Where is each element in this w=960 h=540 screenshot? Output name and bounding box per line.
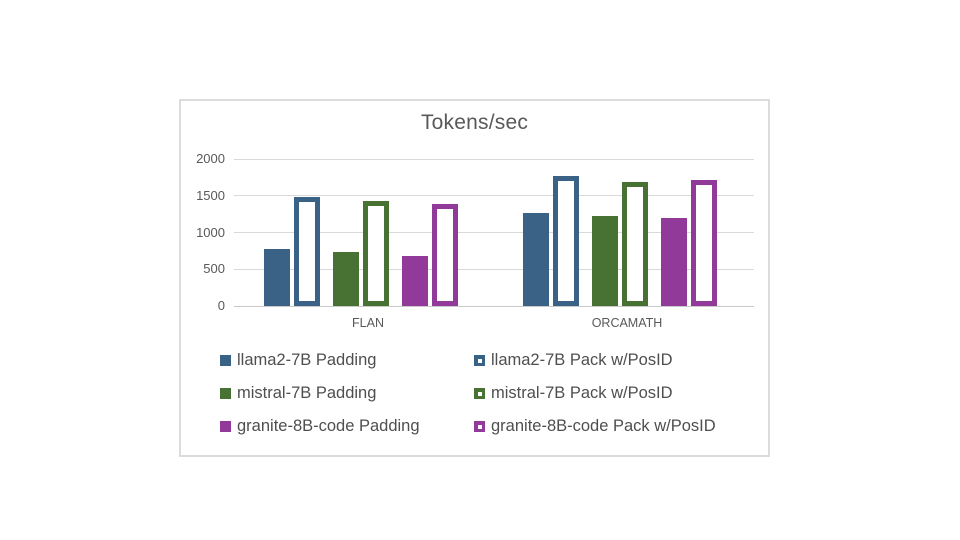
bar-llama2-7b-padding-flan bbox=[264, 249, 290, 306]
chart-card: Tokens/sec 0 500 1000 1500 2000 FLAN ORCAMATH… bbox=[179, 99, 770, 457]
legend-label: llama2-7B Pack w/PosID bbox=[491, 351, 673, 369]
gridline-2000 bbox=[234, 158, 754, 160]
legend-swatch-outline-icon bbox=[474, 355, 485, 366]
legend-swatch-outline-icon bbox=[474, 388, 485, 399]
legend-label: mistral-7B Padding bbox=[237, 384, 377, 402]
legend-label: granite-8B-code Pack w/PosID bbox=[491, 417, 716, 435]
y-tick-1000: 1000 bbox=[196, 224, 225, 240]
bar-mistral-7b-padding-orcamath bbox=[592, 216, 618, 306]
bar-llama2-7b-pack-w-posid-orcamath bbox=[553, 175, 579, 306]
chart-title: Tokens/sec bbox=[420, 111, 529, 134]
bar-llama2-7b-padding-orcamath bbox=[523, 212, 549, 306]
gridline-500 bbox=[234, 268, 754, 270]
legend-swatch-hole bbox=[477, 358, 482, 363]
legend-item-mistral-7b-pack-w-posid: mistral-7B Pack w/PosID bbox=[474, 384, 673, 403]
legend-swatch-hole bbox=[477, 424, 482, 429]
bar-granite-8b-code-padding-orcamath bbox=[661, 218, 687, 306]
legend-item-mistral-7b-padding: mistral-7B Padding bbox=[220, 384, 376, 403]
bar-llama2-7b-pack-w-posid-flan bbox=[294, 197, 320, 306]
plot-area bbox=[234, 158, 754, 307]
y-tick-2000: 2000 bbox=[196, 151, 225, 166]
legend-swatch-solid-icon bbox=[220, 421, 231, 432]
bar-mistral-7b-pack-w-posid-flan bbox=[363, 200, 389, 306]
legend-item-granite-8b-code-padding: granite-8B-code Padding bbox=[220, 417, 420, 436]
x-axis-label-flan: FLAN bbox=[352, 316, 384, 330]
legend-label: llama2-7B Padding bbox=[237, 351, 377, 369]
legend-swatch-solid-icon bbox=[220, 355, 231, 366]
legend-swatch-solid-icon bbox=[220, 388, 231, 399]
bar-mistral-7b-pack-w-posid-orcamath bbox=[622, 181, 648, 306]
legend-swatch-outline-icon bbox=[474, 421, 485, 432]
y-tick-0: 0 bbox=[217, 298, 225, 313]
x-axis-baseline bbox=[234, 305, 754, 307]
legend-item-llama2-7b-padding: llama2-7B Padding bbox=[220, 351, 376, 370]
bar-granite-8b-code-pack-w-posid-flan bbox=[432, 203, 458, 306]
legend-item-llama2-7b-pack-w-posid: llama2-7B Pack w/PosID bbox=[474, 351, 673, 370]
bar-granite-8b-code-padding-flan bbox=[402, 255, 428, 306]
legend-item-granite-8b-code-pack-w-posid: granite-8B-code Pack w/PosID bbox=[474, 417, 716, 436]
gridline-1000 bbox=[234, 232, 754, 233]
x-axis-label-orcamath: ORCAMATH bbox=[591, 316, 663, 330]
legend-label: mistral-7B Pack w/PosID bbox=[491, 384, 673, 402]
gridline-1500 bbox=[234, 195, 754, 197]
bar-granite-8b-code-pack-w-posid-orcamath bbox=[691, 179, 717, 306]
y-tick-1500: 1500 bbox=[196, 187, 225, 203]
legend-swatch-hole bbox=[477, 391, 482, 396]
legend-label: granite-8B-code Padding bbox=[237, 417, 420, 435]
bar-mistral-7b-padding-flan bbox=[333, 252, 359, 306]
y-tick-500: 500 bbox=[203, 261, 225, 277]
